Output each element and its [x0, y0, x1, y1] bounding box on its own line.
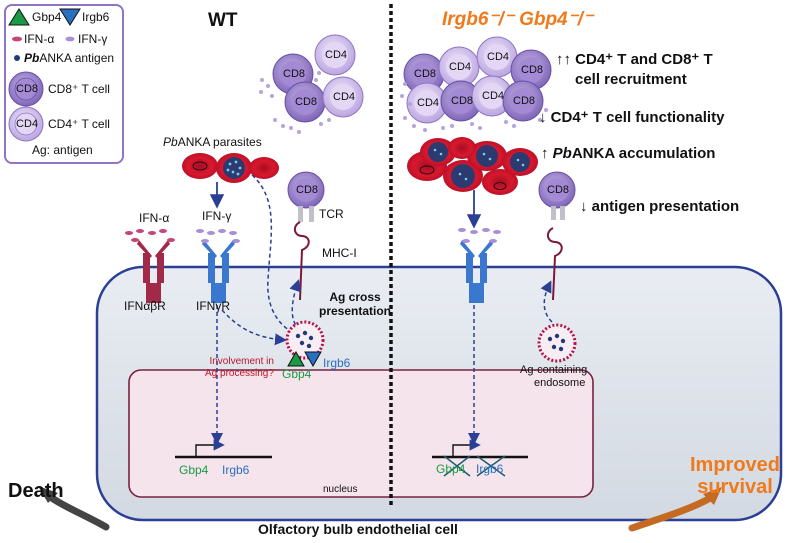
wt-cd8-tcr [287, 171, 325, 301]
legend-ifn-alpha: IFN-α [24, 32, 55, 46]
legend-antigen: PbANKA antigen [24, 51, 115, 65]
ko-cd8-tcr [538, 171, 576, 301]
wt-gene-irgb6: Irgb6 [222, 463, 250, 477]
legend-cd4-text: CD4⁺ T cell [48, 117, 110, 131]
ko-effect-accumulation: ↑ PbANKA accumulation [541, 145, 716, 162]
wt-cd8-b: CD8 [295, 96, 318, 108]
ko-effect-presentation: ↓ antigen presentation [580, 198, 740, 215]
ko-gene-irgb6: Irgb6 [476, 462, 504, 476]
wt-mhc-label: MHC-I [322, 246, 357, 260]
ko-effect-recruitment-2: cell recruitment [575, 71, 687, 88]
wt-cd4-a: CD4 [325, 49, 348, 61]
gbp4-protein-label: Gbp4 [282, 367, 312, 381]
wt-cd4-b: CD4 [333, 91, 356, 103]
ko-tcr-cd8: CD8 [547, 184, 570, 196]
ko-gene-gbp4: Gbp4 [436, 462, 466, 476]
ko-cd4-a: CD4 [449, 61, 472, 73]
legend-gbp4: Gbp4 [32, 10, 62, 24]
ifnabr-receptor [137, 240, 170, 303]
endothelial-cell-label: Olfactory bulb endothelial cell [258, 521, 458, 537]
legend-cd4-label: CD4 [16, 118, 39, 130]
ko-cd8-a: CD8 [414, 68, 437, 80]
ko-ifngr-receptor [460, 240, 493, 303]
legend-ifn-gamma: IFN-γ [78, 32, 108, 46]
ko-parasites [407, 137, 538, 195]
wt-parasites-label: PbANKA parasites [163, 135, 262, 149]
ifnabr-label: IFNαβR [124, 299, 166, 313]
wt-parasites [182, 153, 279, 183]
ko-cd4-c: CD4 [417, 97, 440, 109]
irgb6-legend-icon [59, 8, 81, 26]
legend-ag: Ag: antigen [32, 143, 93, 157]
legend-irgb6: Irgb6 [82, 10, 110, 24]
wt-tcell-cluster [272, 34, 364, 123]
wt-gene-locus [175, 439, 272, 459]
ko-cd4-b: CD4 [487, 51, 510, 63]
ko-cd8-d: CD8 [513, 95, 536, 107]
ko-title: Irgb6⁻/⁻ Gbp4⁻/⁻ [442, 9, 593, 30]
ko-gene-locus [432, 439, 528, 477]
ko-effect-functionality: ↓ CD4⁺ T cell functionality [539, 109, 725, 126]
wt-ifn-dots [259, 71, 331, 134]
irgb6-protein-label: Irgb6 [323, 356, 351, 370]
wt-ifn-alpha-label: IFN-α [139, 211, 170, 225]
legend-cd8-text: CD8⁺ T cell [48, 82, 110, 96]
ifn-gamma-legend-icon [65, 36, 75, 42]
irgb6-icon [304, 351, 322, 368]
gbp4-legend-icon [8, 8, 30, 26]
ko-cd8-b: CD8 [521, 64, 544, 76]
ko-endosome [537, 323, 577, 363]
ko-ifn-dots [400, 82, 548, 132]
nucleus-label: nucleus [323, 484, 358, 495]
wt-tcr-label: TCR [319, 207, 344, 221]
ifngr-receptor [202, 240, 235, 303]
ko-cd8-c: CD8 [451, 95, 474, 107]
ifn-alpha-legend-icon [12, 36, 22, 42]
death-label: Death [8, 480, 64, 502]
wt-tcr-cd8: CD8 [296, 184, 319, 196]
ko-cd4-d: CD4 [482, 90, 505, 102]
wt-cd8-a: CD8 [283, 68, 306, 80]
ifngr-label: IFNγR [196, 299, 230, 313]
ko-effect-recruitment-1: ↑↑ CD4⁺ T and CD8⁺ T [556, 51, 713, 68]
wt-ifn-gamma-label: IFN-γ [202, 209, 232, 223]
wt-title: WT [208, 10, 238, 31]
antigen-legend-icon [14, 55, 20, 61]
ifn-gamma-dots [196, 228, 501, 243]
legend-box [4, 4, 124, 164]
wt-gene-gbp4: Gbp4 [179, 463, 209, 477]
nucleus-outline [128, 369, 594, 498]
gbp4-icon [287, 350, 305, 367]
ko-tcell-cluster [403, 36, 552, 124]
wt-endosome [285, 320, 325, 368]
legend-cd8-label: CD8 [16, 83, 39, 95]
ifn-alpha-dots [125, 229, 175, 242]
survival-arrow [628, 493, 716, 532]
